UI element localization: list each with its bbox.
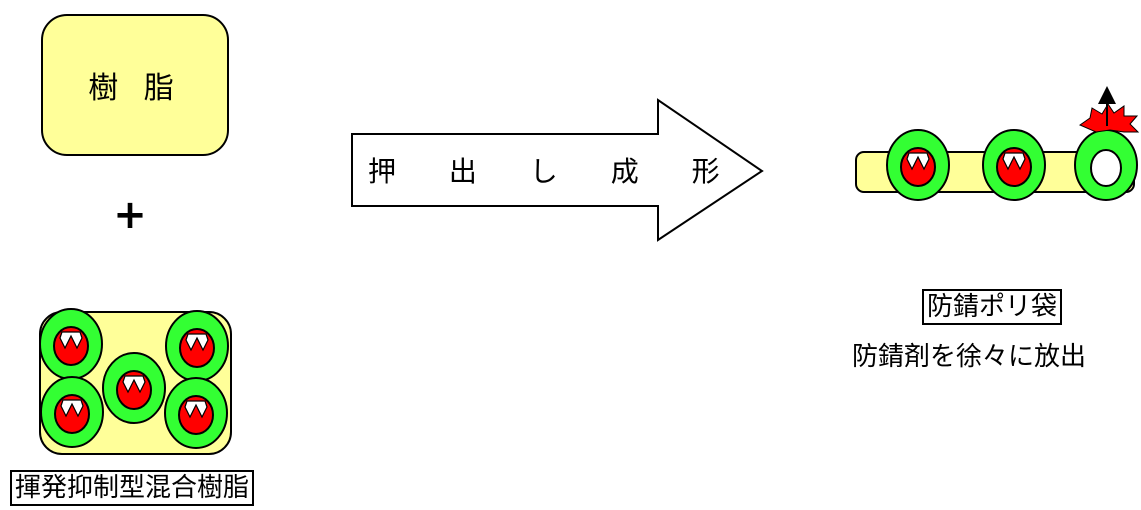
resin-label: 樹 脂 (88, 71, 182, 106)
burst-icon (1078, 103, 1140, 133)
rust-prevention-bag (855, 96, 1140, 201)
up-arrow-head (1098, 86, 1116, 104)
bag-description: 防錆剤を徐々に放出 (852, 342, 1087, 372)
process-arrow-icon (351, 98, 764, 242)
plus-sign: + (113, 192, 147, 238)
process-label: 押 出 し 成 形 (368, 155, 742, 188)
mixed-resin-label: 揮発抑制型混合樹脂 (10, 470, 255, 506)
bag-label: 防錆ポリ袋 (922, 289, 1063, 325)
resin-box: 樹 脂 (41, 14, 229, 156)
mixed-resin-box (39, 308, 232, 455)
